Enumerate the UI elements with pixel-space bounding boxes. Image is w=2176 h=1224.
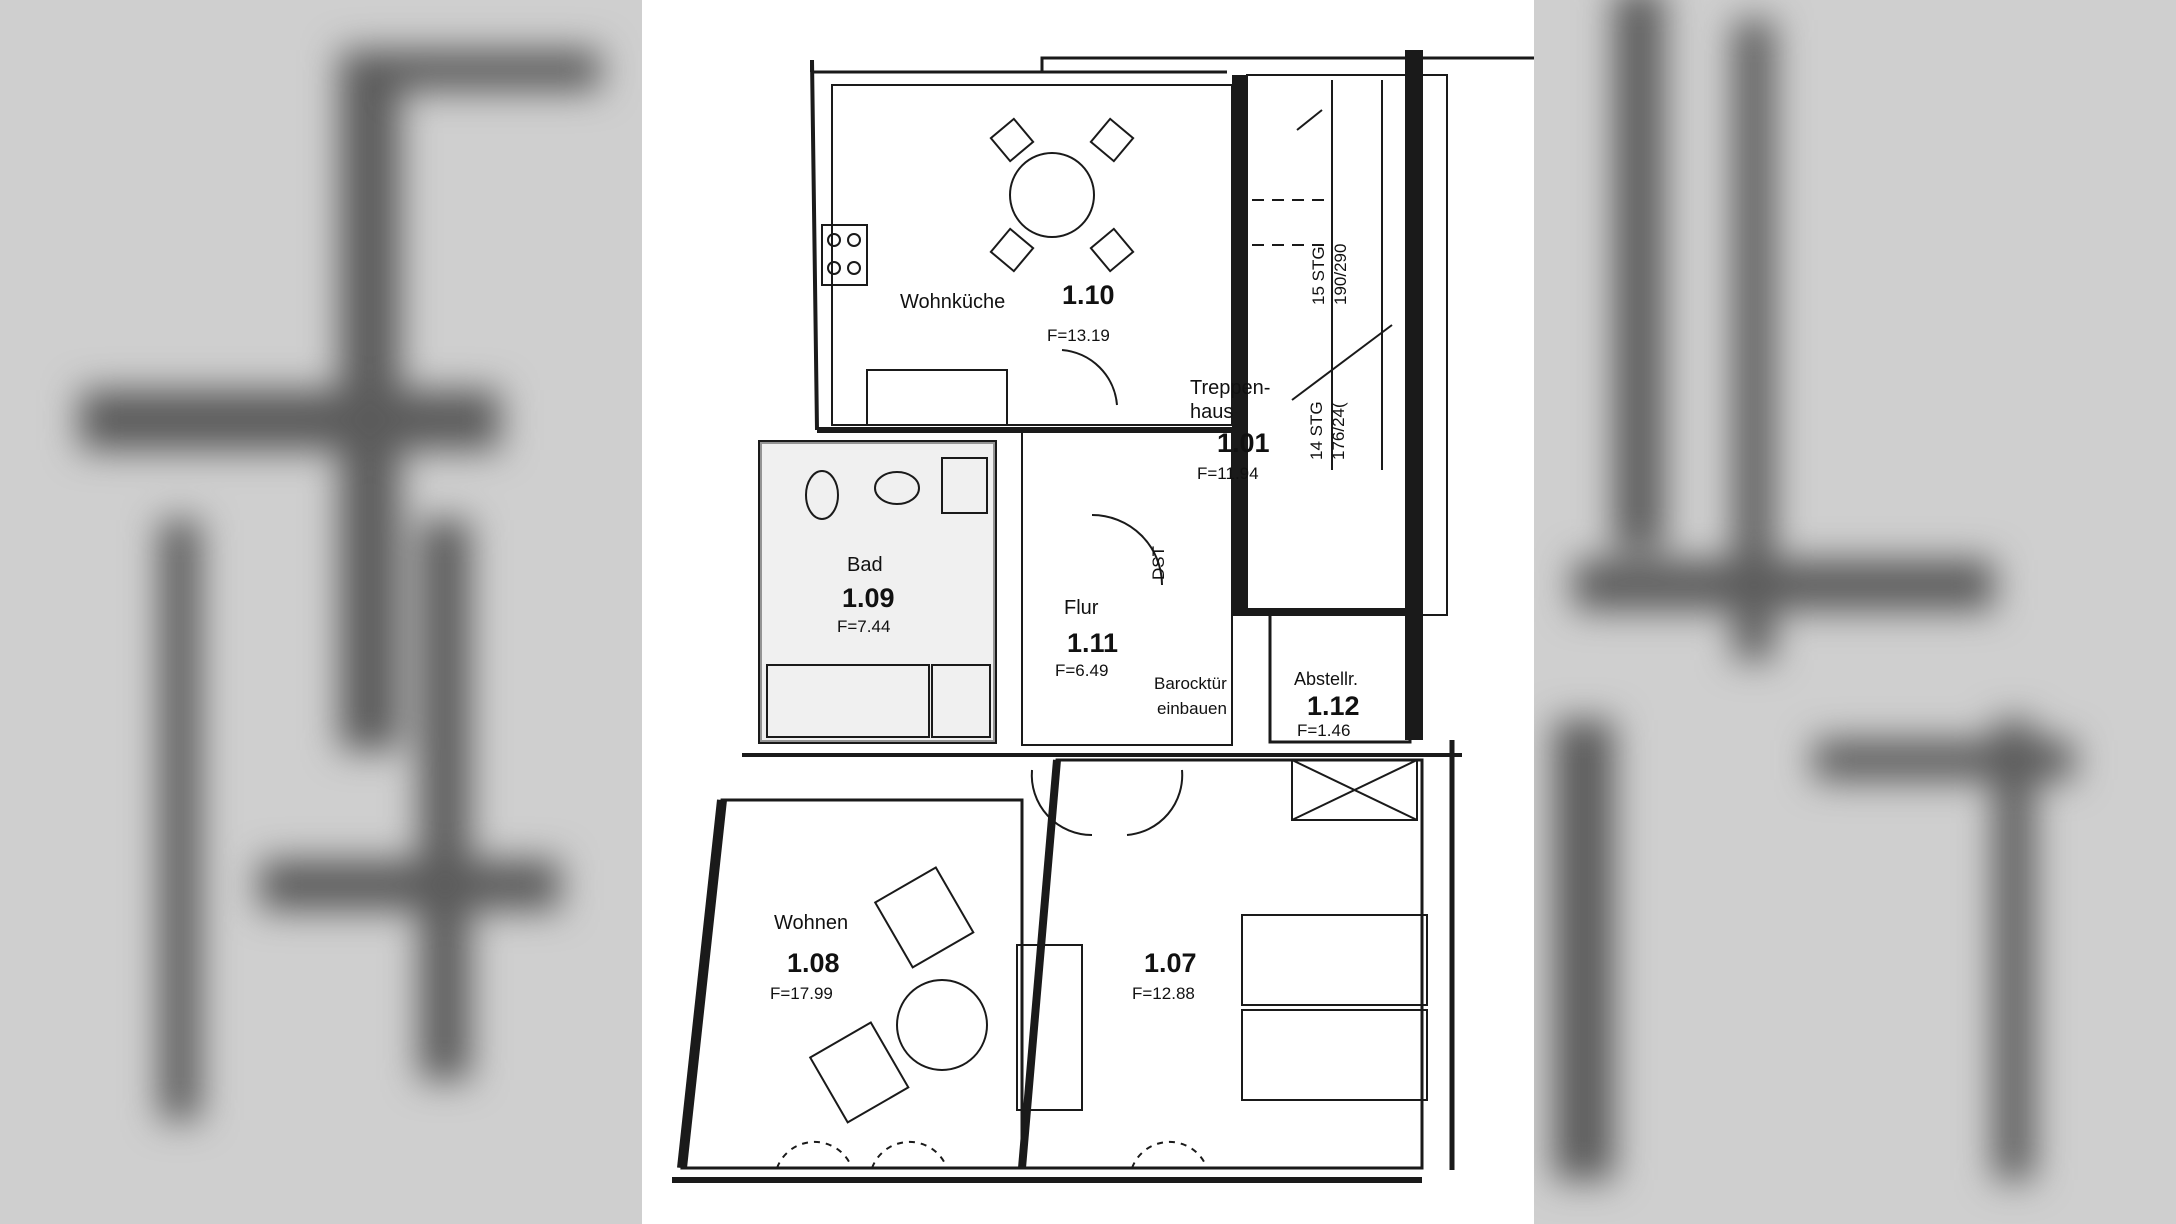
kitchen-area: F=13.19 (1047, 326, 1110, 345)
storage-number: 1.12 (1307, 691, 1360, 721)
stair-upper-steps: 15 STG (1309, 246, 1328, 305)
blurred-backdrop-left (0, 0, 642, 1224)
blurred-backdrop-right (1534, 0, 2176, 1224)
floor-plan: Wohnküche 1.10 F=13.19 Treppen- haus 1.0… (642, 0, 1534, 1224)
dst-label: DST (1149, 546, 1168, 580)
door-note-line2: einbauen (1157, 699, 1227, 718)
stair-upper-dims: 190/290 (1331, 243, 1350, 305)
door-note-line1: Barocktür (1154, 674, 1227, 693)
stair-label-line1: Treppen- (1190, 377, 1271, 399)
stair-lower-steps: 14 STG (1307, 401, 1326, 460)
stair-lower-dims: 176/24( (1329, 402, 1348, 460)
floor-plan-drawing (672, 50, 1534, 1183)
hall-label: Flur (1064, 597, 1099, 619)
bath-area: F=7.44 (837, 617, 891, 636)
stair-number: 1.01 (1217, 428, 1270, 458)
stair-area: F=11.94 (1197, 464, 1259, 483)
living-label: Wohnen (774, 912, 849, 934)
hall-number: 1.11 (1067, 628, 1119, 658)
storage-area: F=1.46 (1297, 721, 1351, 740)
bath-label: Bad (847, 554, 883, 576)
living-number: 1.08 (787, 948, 840, 978)
kitchen-label: Wohnküche (900, 291, 1006, 313)
kitchen-number: 1.10 (1062, 280, 1115, 310)
stair-label-line2: haus (1190, 401, 1234, 423)
hall-area: F=6.49 (1055, 661, 1109, 680)
bedroom-area: F=12.88 (1132, 984, 1195, 1003)
storage-label: Abstellr. (1294, 669, 1359, 689)
bedroom-number: 1.07 (1144, 948, 1197, 978)
bath-number: 1.09 (842, 583, 895, 613)
living-area: F=17.99 (770, 984, 833, 1003)
